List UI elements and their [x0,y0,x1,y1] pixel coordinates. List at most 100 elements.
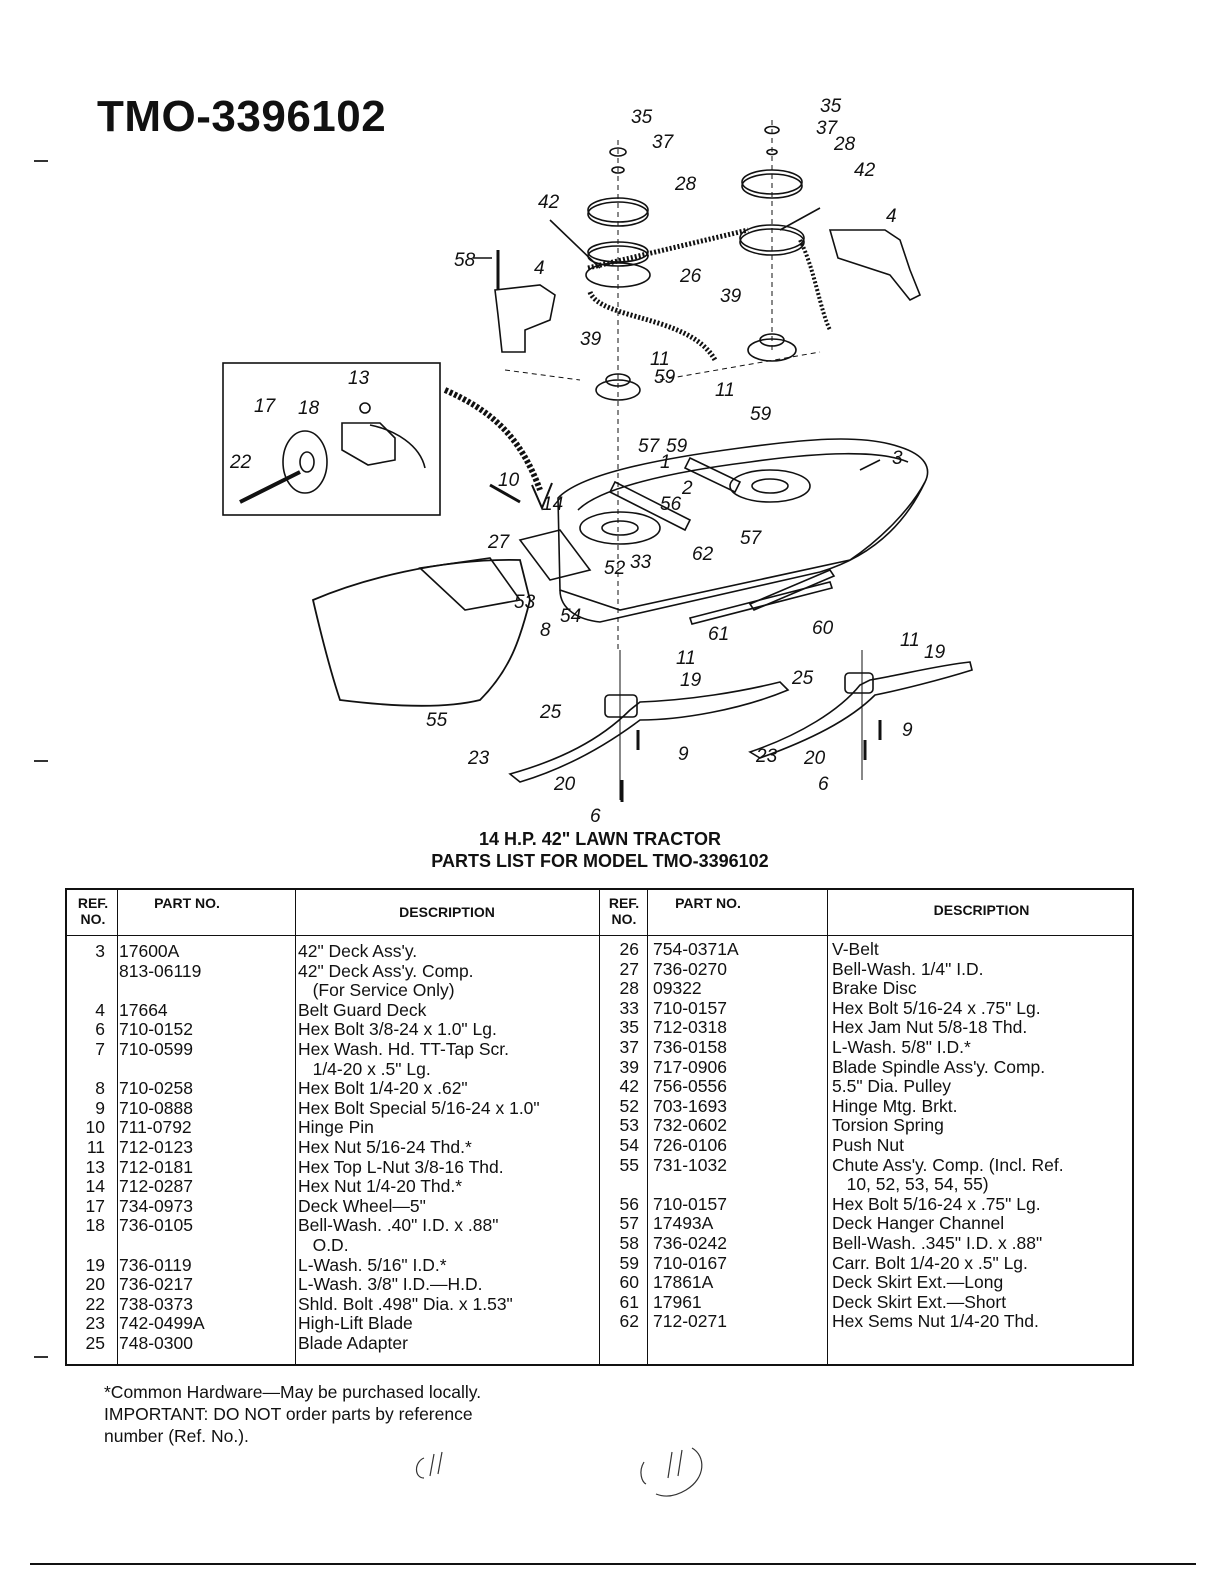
callout-labels: 35 37 28 42 35 37 28 42 4 58 4 26 39 39 … [229,96,946,827]
part-no-cell: 710-0152 [119,1019,193,1040]
ref-no-cell: 9 [95,1097,105,1118]
description-cell: Blade Adapter [298,1332,408,1353]
svg-text:6: 6 [818,774,829,795]
svg-text:57: 57 [740,528,763,549]
svg-text:60: 60 [812,618,834,639]
description-cell: Hex Bolt 1/4-20 x .62" [298,1078,468,1099]
svg-text:56: 56 [660,494,682,515]
description-cell: Carr. Bolt 1/4-20 x .5" Lg. [832,1252,1028,1273]
part-no-cell: 813-06119 [119,960,202,981]
description-cell: V-Belt [832,939,879,959]
svg-text:2: 2 [681,478,693,499]
ref-no-cell: 60 [619,1272,639,1293]
header-ref-no: REF. NO. [77,895,109,927]
description-cell: Deck Wheel—5" [298,1195,426,1216]
ref-no-cell: 61 [619,1291,639,1312]
svg-text:28: 28 [674,174,697,195]
part-no-cell: 710-0888 [119,1097,193,1118]
header-description: DESCRIPTION [933,902,1030,918]
svg-text:59: 59 [654,367,676,388]
svg-text:10: 10 [498,470,520,491]
bottom-rule [30,1563,1196,1565]
svg-text:11: 11 [715,380,735,401]
svg-text:6: 6 [590,806,601,827]
ref-no-cell: 54 [619,1134,639,1155]
margin-tick [34,1356,48,1358]
svg-text:3: 3 [892,448,903,469]
part-no-cell: 09322 [653,978,702,999]
svg-text:4: 4 [534,258,545,279]
description-cell: Hex Sems Nut 1/4-20 Thd. [832,1311,1039,1332]
footnote-important-cont: number (Ref. No.). [104,1426,249,1446]
part-no-cell: 754-0371A [653,939,739,959]
ref-no-cell: 26 [619,939,639,959]
ref-no-cell: 10 [85,1117,105,1138]
svg-text:39: 39 [580,329,602,350]
description-cell: Hex Jam Nut 5/8-18 Thd. [832,1017,1028,1038]
exploded-parts-diagram: 35 37 28 42 35 37 28 42 4 58 4 26 39 39 … [222,96,973,827]
part-no-cell: 17493A [653,1213,714,1234]
description-cell: Belt Guard Deck [298,999,427,1020]
svg-text:37: 37 [816,118,839,139]
footnote-important: IMPORTANT: DO NOT order parts by referen… [104,1404,473,1424]
handwritten-mark [640,1447,703,1497]
description-cell: Deck Skirt Ext.—Long [832,1272,1004,1293]
svg-text:61: 61 [708,624,729,645]
part-no-cell: 17961 [653,1291,702,1312]
description-cell: 10, 52, 53, 54, 55) [832,1174,989,1195]
part-no-cell: 17861A [653,1272,714,1293]
svg-text:55: 55 [426,710,448,731]
svg-text:14: 14 [542,494,563,515]
svg-text:52: 52 [604,558,626,579]
part-no-cell: 732-0602 [653,1115,727,1136]
part-no-cell: 710-0599 [119,1038,193,1059]
description-cell: Deck Hanger Channel [832,1213,1005,1234]
svg-text:13: 13 [348,368,370,389]
description-cell: (For Service Only) [298,980,455,1001]
ref-no-cell: 14 [85,1176,105,1197]
part-no-cell: 712-0123 [119,1136,193,1157]
description-cell: Hex Top L-Nut 3/8-16 Thd. [298,1156,504,1177]
svg-text:26: 26 [679,266,702,287]
svg-text:20: 20 [553,774,576,795]
part-no-cell: 712-0271 [653,1311,727,1332]
svg-text:27: 27 [487,532,511,553]
svg-text:11: 11 [900,630,920,651]
ref-no-cell: 23 [85,1313,105,1334]
description-cell: L-Wash. 5/8" I.D.* [832,1036,971,1057]
part-no-cell: 748-0300 [119,1332,193,1353]
part-no-cell: 712-0287 [119,1176,193,1197]
svg-text:35: 35 [631,107,653,128]
header-ref-no: REF. NO. [608,895,640,927]
svg-text:1: 1 [660,452,671,473]
ref-no-cell: 53 [619,1115,639,1136]
ref-no-cell: 52 [619,1095,639,1116]
ref-no-cell: 22 [85,1293,105,1314]
svg-text:54: 54 [560,606,581,627]
description-cell: 42" Deck Ass'y. Comp. [298,960,474,981]
svg-text:20: 20 [803,748,826,769]
ref-no-cell: 18 [85,1215,105,1236]
svg-text:42: 42 [538,192,560,213]
svg-text:42: 42 [854,160,876,181]
svg-text:4: 4 [886,206,897,227]
svg-text:23: 23 [755,746,778,767]
description-cell: L-Wash. 3/8" I.D.—H.D. [298,1274,483,1295]
part-no-cell: 731-1032 [653,1154,727,1175]
description-cell: Bell-Wash. .345" I.D. x .88" [832,1232,1043,1253]
part-no-cell: 17600A [119,941,180,961]
svg-text:17: 17 [254,396,277,417]
svg-text:37: 37 [652,132,675,153]
ref-no-cell: 33 [619,997,639,1018]
part-no-cell: 711-0792 [119,1117,192,1138]
part-no-cell: 736-0217 [119,1274,193,1295]
part-no-cell: 710-0258 [119,1078,193,1099]
description-cell: Hex Bolt 3/8-24 x 1.0" Lg. [298,1019,497,1040]
part-no-cell: 736-0119 [119,1254,192,1275]
svg-text:18: 18 [298,398,320,419]
ref-no-cell: 7 [95,1038,105,1059]
ref-no-cell: 59 [619,1252,639,1273]
diagram-caption: 14 H.P. 42" LAWN TRACTOR [479,829,721,849]
ref-no-cell: 25 [85,1332,105,1353]
description-cell: Chute Ass'y. Comp. (Incl. Ref. [832,1154,1064,1175]
